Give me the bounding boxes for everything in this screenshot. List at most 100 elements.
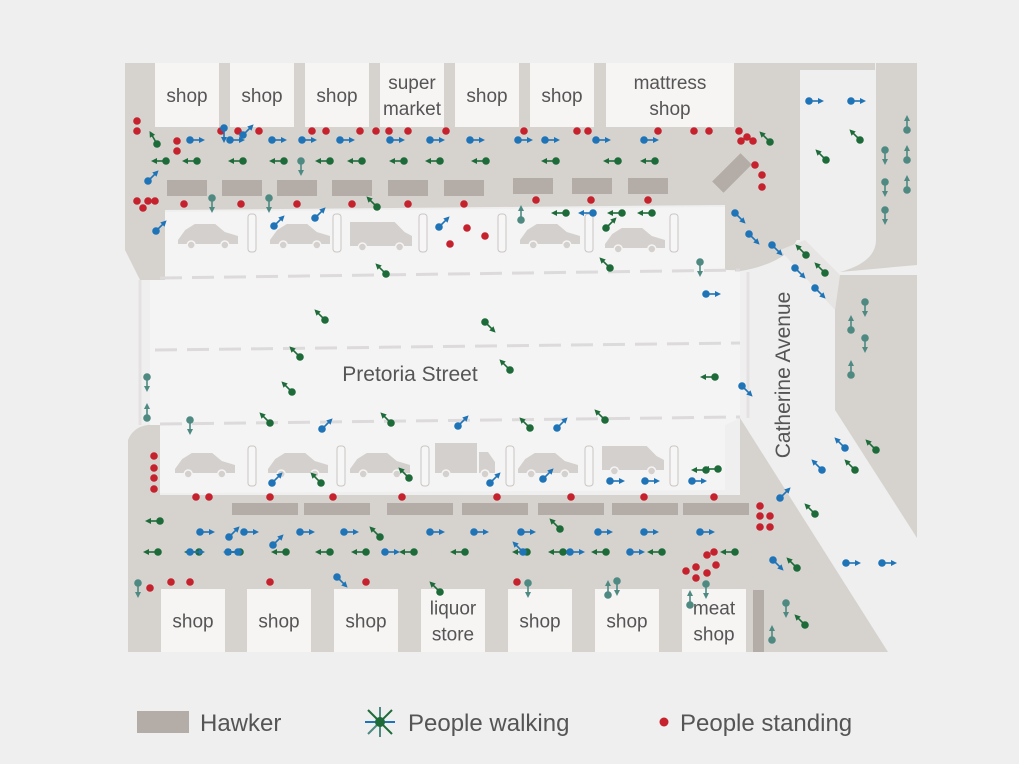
standing-person-dot bbox=[751, 161, 759, 169]
walking-person bbox=[134, 579, 142, 598]
standing-person-dot bbox=[710, 493, 718, 501]
shop-label: shop bbox=[541, 86, 582, 107]
walking-person bbox=[786, 557, 801, 572]
walking-person bbox=[196, 528, 215, 536]
walking-person bbox=[776, 487, 791, 502]
walking-person bbox=[450, 548, 469, 556]
walking-person bbox=[603, 157, 622, 165]
walking-person bbox=[398, 467, 413, 482]
parking-divider bbox=[336, 445, 346, 487]
walking-person bbox=[149, 131, 161, 148]
parking-dividers bbox=[247, 213, 679, 487]
walking-person bbox=[220, 124, 228, 143]
legend-walking-label: People walking bbox=[408, 710, 569, 737]
walking-person bbox=[641, 477, 660, 485]
walking-person bbox=[691, 466, 710, 474]
shop-label: shop bbox=[466, 86, 507, 107]
walking-person bbox=[720, 548, 739, 556]
walking-person bbox=[281, 381, 296, 396]
standing-person-dot bbox=[398, 493, 406, 501]
standing-person-dot bbox=[692, 574, 700, 582]
walking-person bbox=[842, 559, 861, 567]
walking-person bbox=[381, 548, 400, 556]
standing-person-dot bbox=[692, 563, 700, 571]
shop-box bbox=[606, 63, 734, 127]
walking-person bbox=[426, 136, 445, 144]
parking-divider bbox=[584, 445, 594, 487]
walking-person-icon bbox=[365, 707, 395, 737]
walking-person bbox=[369, 526, 384, 541]
walking-person bbox=[553, 417, 568, 432]
walking-person bbox=[315, 548, 334, 556]
hawker-stall bbox=[628, 178, 668, 194]
parking-divider bbox=[418, 213, 428, 253]
standing-person-dot bbox=[404, 127, 412, 135]
car-icon bbox=[518, 453, 578, 479]
hawker-stall bbox=[462, 503, 528, 515]
parking-divider bbox=[584, 213, 594, 253]
walking-person bbox=[268, 136, 287, 144]
walking-person bbox=[239, 124, 254, 139]
walking-person bbox=[847, 315, 855, 334]
parking-divider bbox=[669, 213, 679, 253]
standing-person-dot bbox=[756, 512, 764, 520]
standing-person-dot bbox=[150, 485, 158, 493]
walking-person bbox=[647, 548, 666, 556]
standing-person-dot bbox=[690, 127, 698, 135]
walking-person bbox=[578, 209, 597, 217]
walking-person bbox=[375, 263, 390, 278]
standing-person-dot bbox=[703, 569, 711, 577]
walking-person bbox=[519, 417, 534, 432]
walking-person bbox=[186, 136, 205, 144]
standing-person-dot bbox=[682, 567, 690, 575]
truck-icon bbox=[435, 443, 495, 479]
walking-person bbox=[225, 526, 240, 541]
standing-person-dot bbox=[173, 147, 181, 155]
standing-person-dot bbox=[205, 493, 213, 501]
shop-label: shop bbox=[606, 612, 647, 633]
top-shop-5: shop bbox=[455, 63, 519, 127]
walking-person bbox=[399, 548, 418, 556]
parking-divider bbox=[332, 213, 342, 253]
walking-person bbox=[847, 360, 855, 379]
shop-label: super bbox=[388, 73, 436, 94]
standing-person-dot bbox=[749, 137, 757, 145]
walking-person bbox=[903, 175, 911, 194]
standing-person-dot bbox=[766, 512, 774, 520]
walking-person bbox=[143, 373, 151, 392]
walking-person bbox=[759, 131, 774, 146]
walking-person bbox=[847, 97, 866, 105]
walking-person bbox=[700, 373, 719, 381]
standing-person-dot bbox=[710, 548, 718, 556]
shop-label: shop bbox=[649, 99, 690, 120]
standing-person-dot bbox=[180, 200, 188, 208]
walking-person bbox=[696, 258, 704, 277]
standing-person-dot bbox=[756, 523, 764, 531]
standing-person-dot bbox=[362, 578, 370, 586]
bottom-shop-6: shop bbox=[595, 589, 659, 652]
walking-person bbox=[592, 136, 611, 144]
lane-marking bbox=[154, 341, 741, 352]
main-street-label: Pretoria Street bbox=[342, 363, 478, 386]
walking-person bbox=[903, 115, 911, 134]
car-icon bbox=[175, 453, 235, 479]
walking-person bbox=[865, 439, 880, 454]
shop-label: market bbox=[383, 99, 442, 120]
standing-person-dot bbox=[703, 551, 711, 559]
standing-person-dot bbox=[173, 137, 181, 145]
hawker-stall bbox=[387, 503, 453, 515]
hawker-stall bbox=[612, 503, 678, 515]
van-icon bbox=[602, 446, 664, 476]
walking-person bbox=[881, 146, 889, 165]
standing-person-dot bbox=[237, 200, 245, 208]
hawker-stall bbox=[388, 180, 428, 196]
standing-person-dot bbox=[712, 561, 720, 569]
standing-person-dot bbox=[654, 127, 662, 135]
walking-person bbox=[223, 548, 242, 556]
walking-person bbox=[240, 528, 259, 536]
walking-person bbox=[426, 528, 445, 536]
parking-divider bbox=[247, 213, 257, 253]
standing-person-dot bbox=[758, 183, 766, 191]
walking-person bbox=[186, 416, 194, 435]
walking-person bbox=[143, 403, 151, 422]
